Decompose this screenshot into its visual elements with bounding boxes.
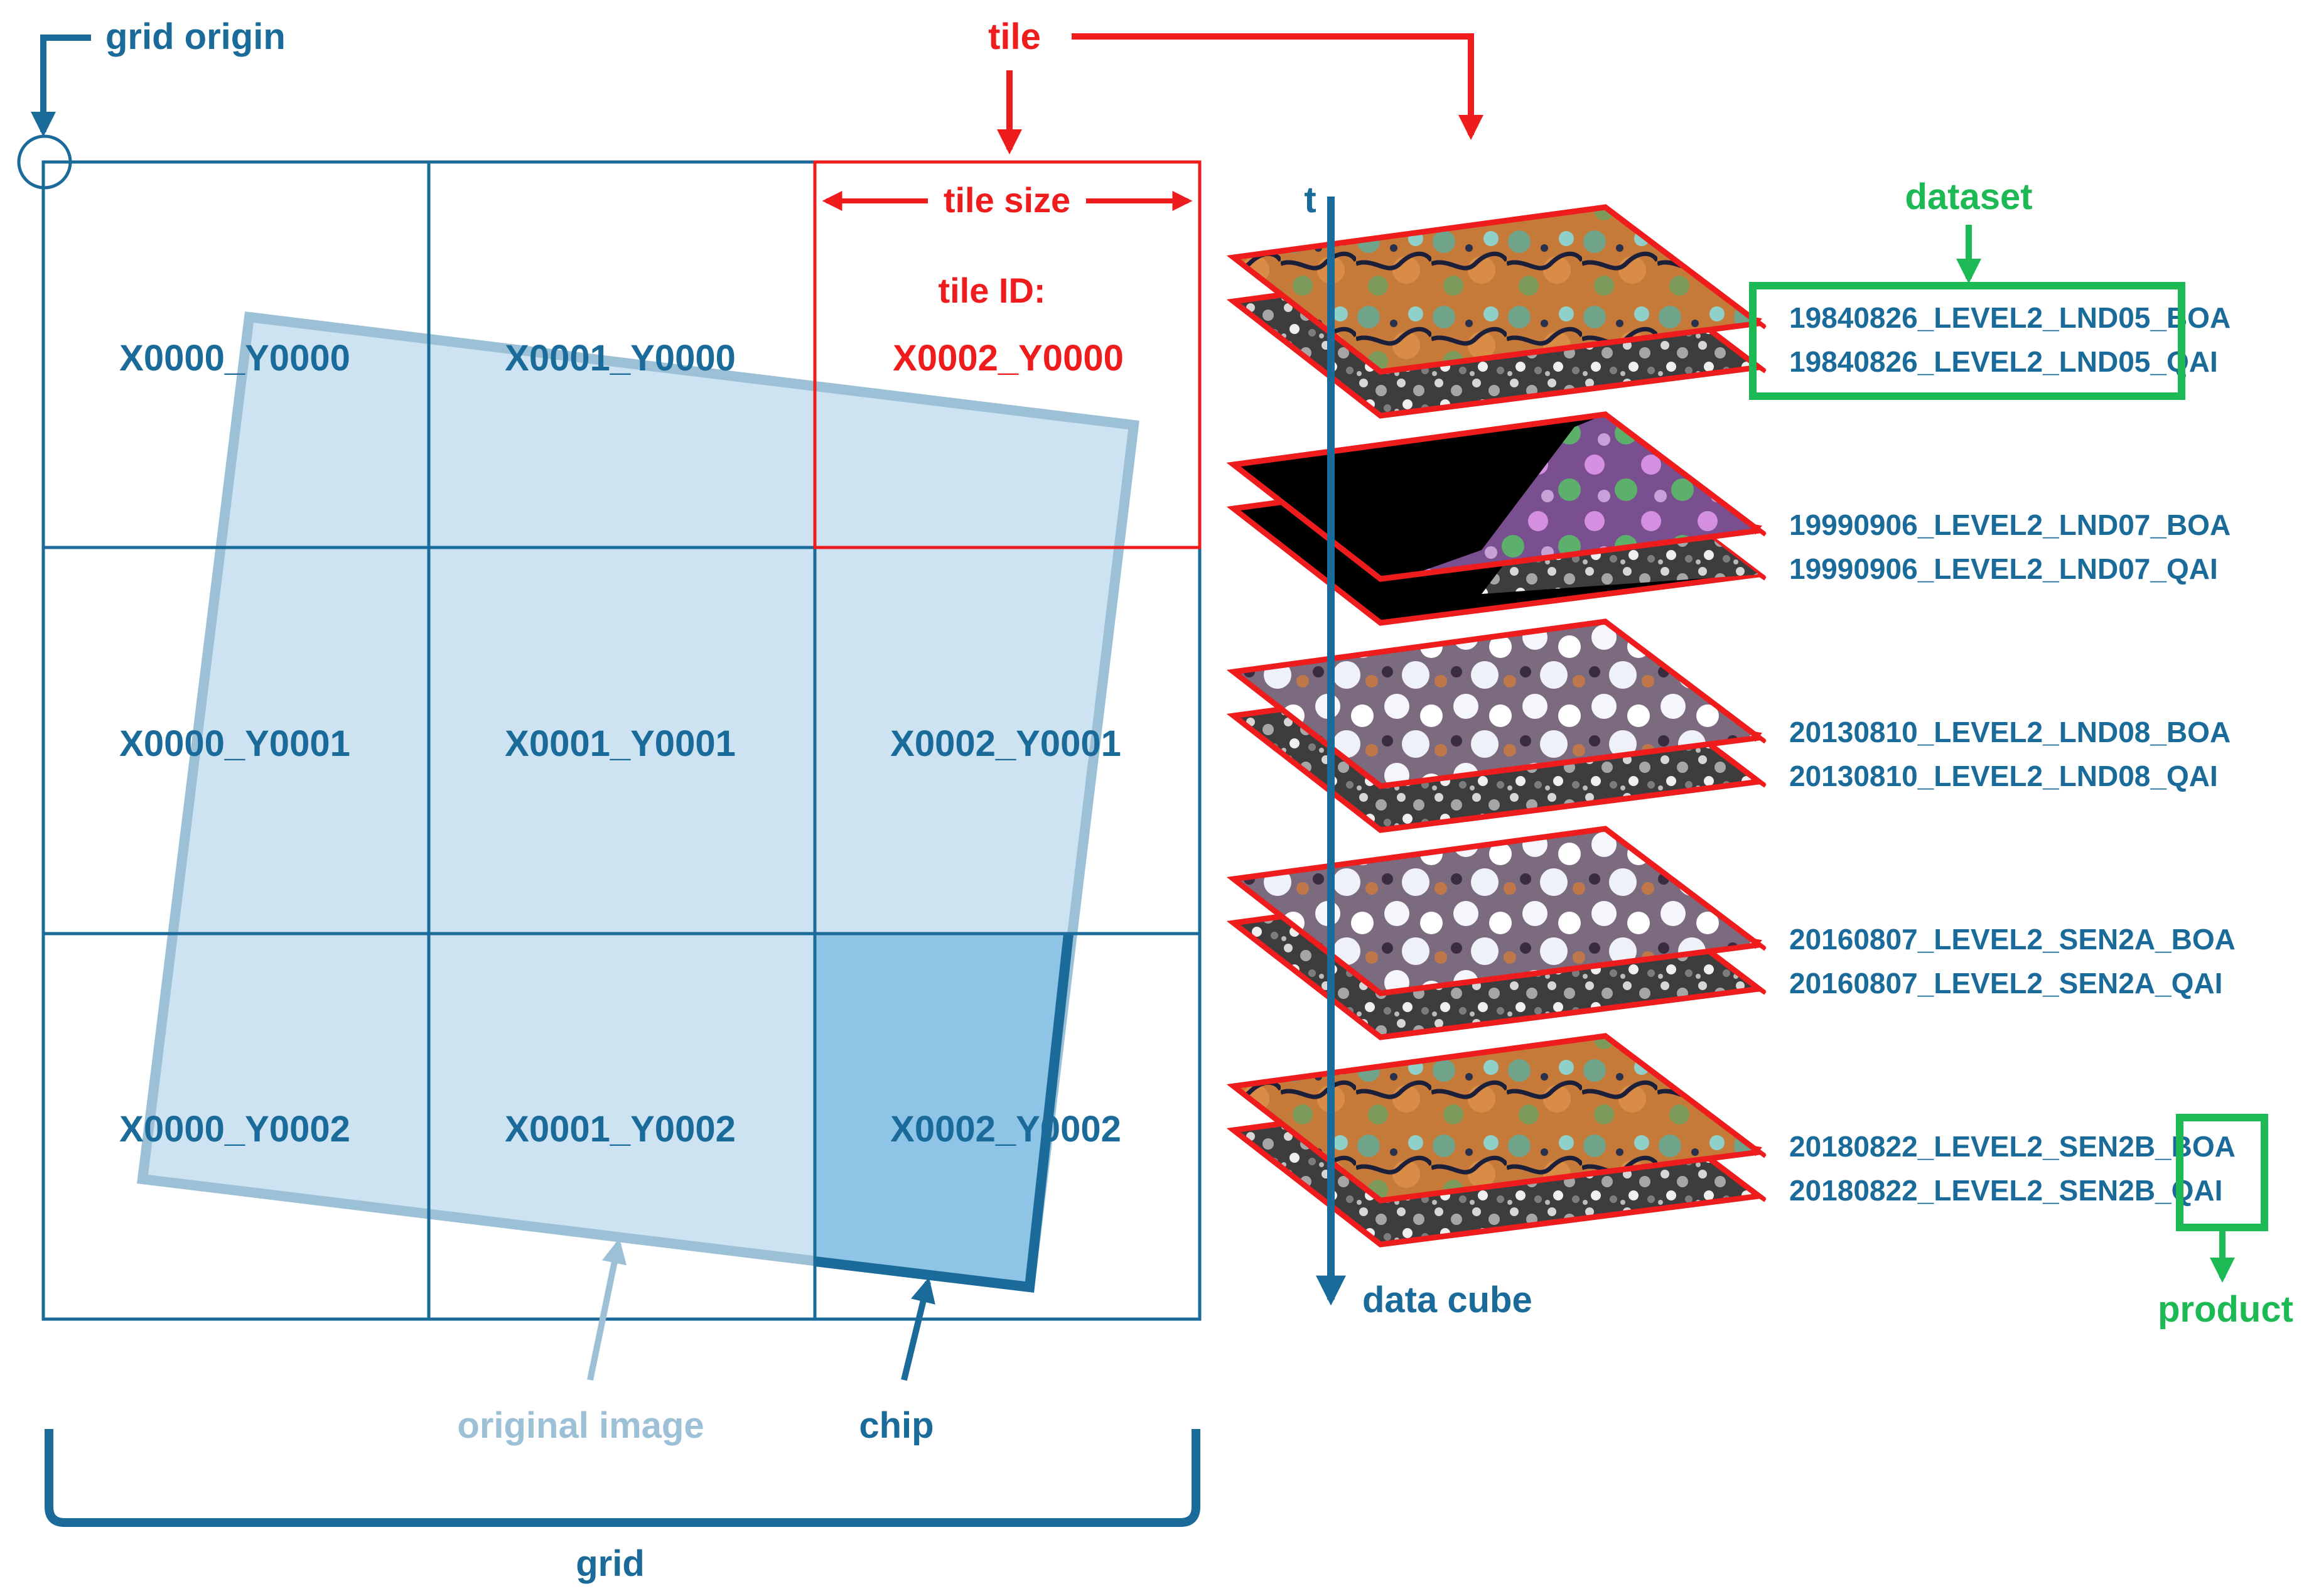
boa-product-label: 20130810_LEVEL2_LND08_BOA <box>1789 716 2231 748</box>
tile-id-x0002-y0001: X0002_Y0001 <box>890 723 1121 764</box>
cube-layer: 20180822_LEVEL2_SEN2B_BOA 20180822_LEVEL2… <box>1226 1033 2236 1248</box>
original-image-arrow <box>587 1238 627 1381</box>
tile-id-heading: tile ID: <box>938 271 1045 310</box>
cube-layer: 19990906_LEVEL2_LND07_BOA 19990906_LEVEL2… <box>1226 411 2231 626</box>
tile-id-value: X0002_Y0000 <box>893 338 1124 379</box>
boa-product-label: 20180822_LEVEL2_SEN2B_BOA <box>1789 1130 2236 1163</box>
boa-pointer <box>1750 937 1767 951</box>
data-cube-section: 19840826_LEVEL2_LND05_BOA 19840826_LEVEL2… <box>1226 176 2293 1330</box>
qai-pointer <box>1757 365 1767 374</box>
cube-layer: 19840826_LEVEL2_LND05_BOA 19840826_LEVEL2… <box>1226 204 2231 419</box>
chip-label: chip <box>859 1405 934 1446</box>
tile-id-x0002-y0002: X0002_Y0002 <box>890 1109 1121 1150</box>
tile-id-x0000-y0002: X0000_Y0002 <box>119 1109 350 1150</box>
grid-frame <box>41 160 1202 1321</box>
tile-id-x0001-y0002: X0001_Y0002 <box>505 1109 736 1150</box>
qai-pointer <box>1757 986 1767 995</box>
qai-product-label: 19990906_LEVEL2_LND07_QAI <box>1789 553 2218 585</box>
cube-layer: 20160807_LEVEL2_SEN2A_BOA 20160807_LEVEL2… <box>1226 826 2236 1040</box>
qai-product-label: 19840826_LEVEL2_LND05_QAI <box>1789 345 2218 378</box>
tile-label: tile <box>988 16 1041 57</box>
qai-pointer <box>1757 779 1767 788</box>
highlighted-tile <box>813 160 1202 549</box>
boa-pointer <box>1750 523 1767 537</box>
qai-pointer <box>1757 572 1767 581</box>
cube-layer: 20130810_LEVEL2_LND08_BOA 20130810_LEVEL2… <box>1226 618 2231 833</box>
tile-id-x0000-y0001: X0000_Y0001 <box>119 723 350 764</box>
original-image-label: original image <box>457 1405 704 1446</box>
dataset-label: dataset <box>1905 176 2032 217</box>
time-axis-label: t <box>1304 180 1316 220</box>
boa-product-label: 19990906_LEVEL2_LND07_BOA <box>1789 509 2231 541</box>
tile-size-label: tile size <box>944 180 1070 220</box>
grid-origin-arrow <box>31 35 91 137</box>
boa-partial-scene <box>1413 414 1759 574</box>
grid-origin-label: grid origin <box>105 16 286 57</box>
chip-outline <box>814 934 1074 1293</box>
tile-id-x0000-y0000: X0000_Y0000 <box>119 338 350 379</box>
product-label: product <box>2158 1289 2293 1330</box>
qai-product-label: 20130810_LEVEL2_LND08_QAI <box>1789 760 2218 792</box>
boa-product-label: 19840826_LEVEL2_LND05_BOA <box>1789 301 2231 334</box>
tile-id-x0001-y0001: X0001_Y0001 <box>505 723 736 764</box>
data-cube-label: data cube <box>1362 1280 1532 1320</box>
grid-label: grid <box>576 1543 645 1584</box>
tile-id-x0001-y0000: X0001_Y0000 <box>505 338 736 379</box>
chip-arrow <box>901 1277 935 1381</box>
qai-product-label: 20160807_LEVEL2_SEN2A_QAI <box>1789 967 2222 1000</box>
qai-pointer <box>1757 1194 1767 1202</box>
cube-layers: 19840826_LEVEL2_LND05_BOA 19840826_LEVEL2… <box>1226 204 2236 1248</box>
chip-area <box>815 934 1068 1287</box>
boa-pointer <box>1750 1145 1767 1158</box>
dataset-box <box>1749 282 2185 400</box>
grid-brace <box>45 1429 1200 1527</box>
boa-product-label: 20160807_LEVEL2_SEN2A_BOA <box>1789 923 2236 956</box>
tile-arrow-to-cube <box>1072 33 1483 140</box>
qai-product-label: 20180822_LEVEL2_SEN2B_QAI <box>1789 1174 2222 1207</box>
boa-pointer <box>1750 730 1767 744</box>
